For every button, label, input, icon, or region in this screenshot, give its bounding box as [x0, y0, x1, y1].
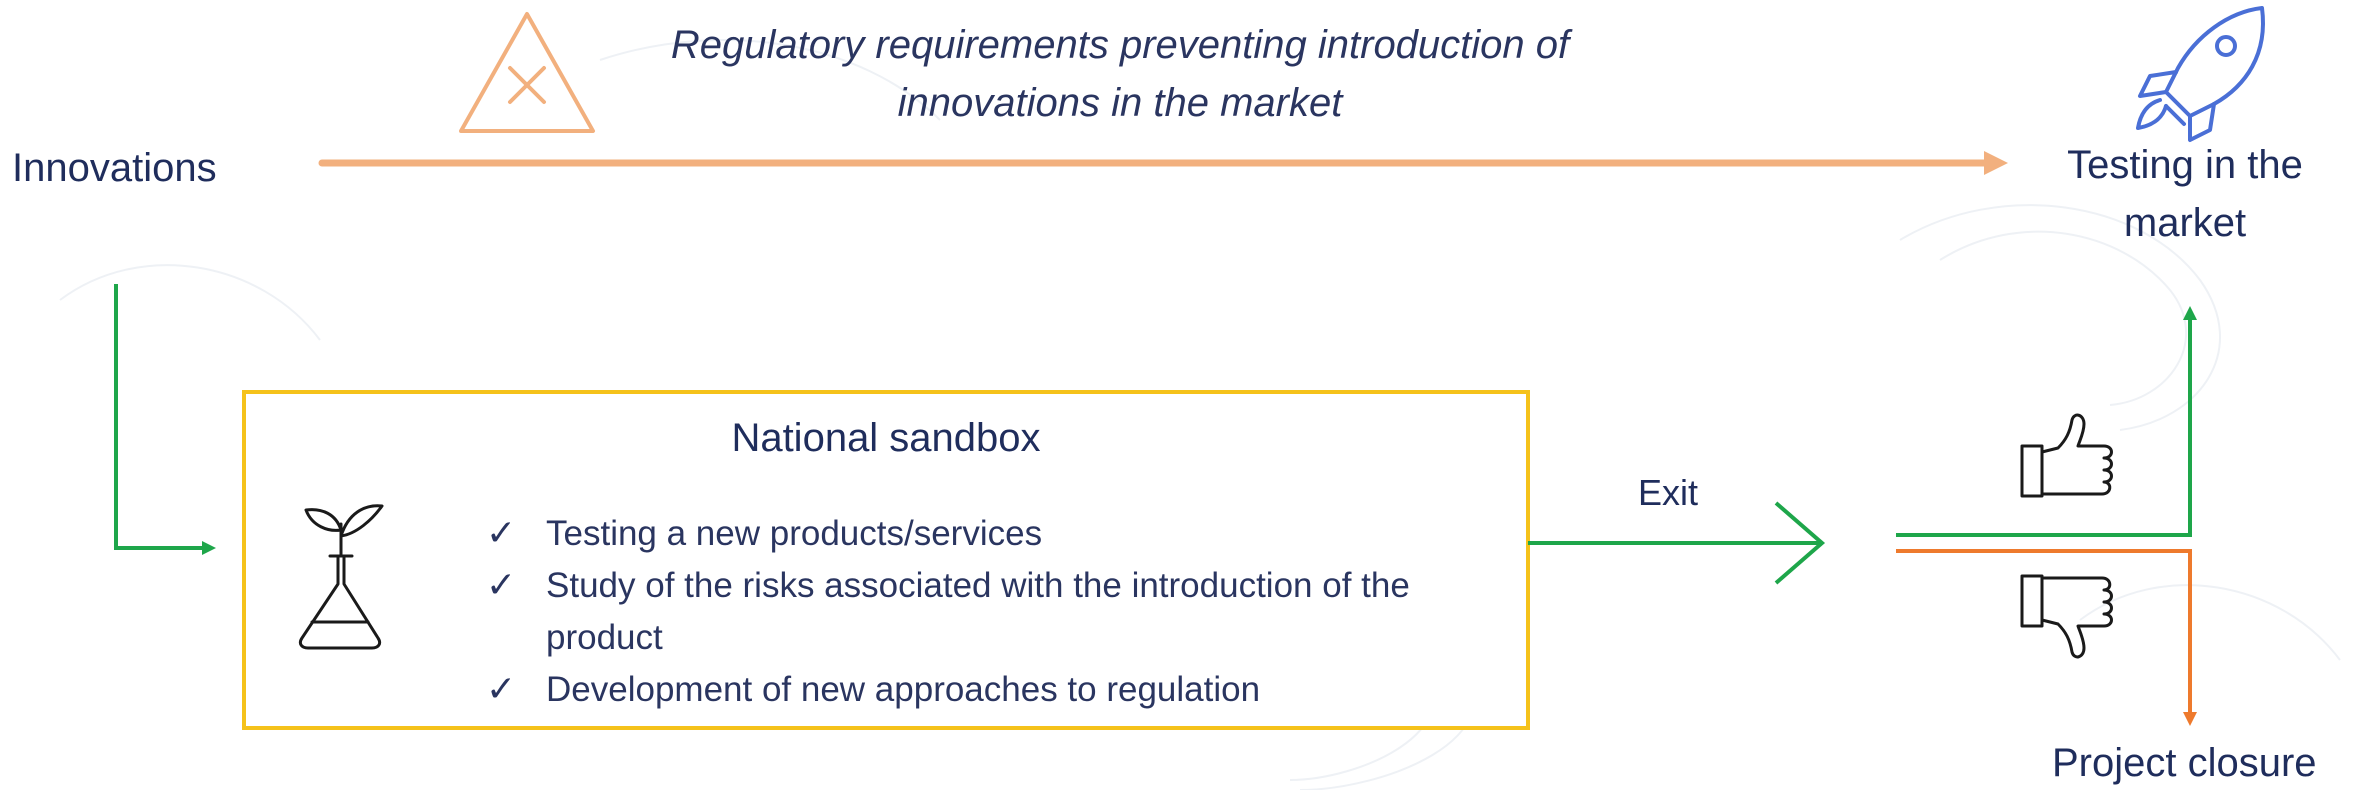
check-icon: ✓	[486, 565, 517, 606]
sandbox-title: National sandbox	[731, 416, 1041, 460]
entry-arrow	[114, 284, 216, 555]
exit-chevron	[1774, 501, 1826, 585]
success-branch-arrow	[1896, 306, 2197, 537]
thumbs-down-icon	[2020, 574, 2113, 659]
bullet-item: ✓ Development of new approaches to regul…	[486, 664, 1546, 716]
check-icon: ✓	[486, 513, 517, 554]
plant-flask-icon	[298, 504, 384, 650]
innovations-label: Innovations	[12, 146, 217, 190]
barrier-caption-line1: Regulatory requirements preventing intro…	[670, 23, 1570, 67]
bullet-item: ✓ Study of the risks associated with the…	[486, 560, 1416, 664]
sandbox-bullet-list: ✓ Testing a new products/services ✓ Stud…	[486, 508, 1546, 716]
testing-label-line1: Testing in the	[2067, 143, 2303, 187]
sandbox-box	[242, 390, 1530, 730]
warning-triangle-icon	[459, 12, 595, 133]
thumbs-up-icon	[2020, 413, 2113, 498]
testing-label-line2: market	[2123, 201, 2247, 245]
blocked-path-arrow	[318, 151, 2008, 175]
barrier-caption: Regulatory requirements preventing intro…	[660, 16, 1580, 132]
check-icon: ✓	[486, 669, 517, 710]
bullet-text: Development of new approaches to regulat…	[546, 670, 1261, 709]
barrier-caption-line2: innovations in the market	[897, 81, 1343, 125]
bullet-text: Testing a new products/services	[546, 514, 1043, 553]
rocket-icon	[2136, 6, 2265, 142]
project-closure-label: Project closure	[2052, 741, 2317, 785]
failure-branch-arrow	[1896, 549, 2197, 726]
bullet-item: ✓ Testing a new products/services	[486, 508, 1546, 560]
exit-label: Exit	[1638, 472, 1699, 513]
bullet-text: Study of the risks associated with the i…	[546, 566, 1410, 657]
testing-in-market-label: Testing in the market	[2040, 136, 2330, 252]
